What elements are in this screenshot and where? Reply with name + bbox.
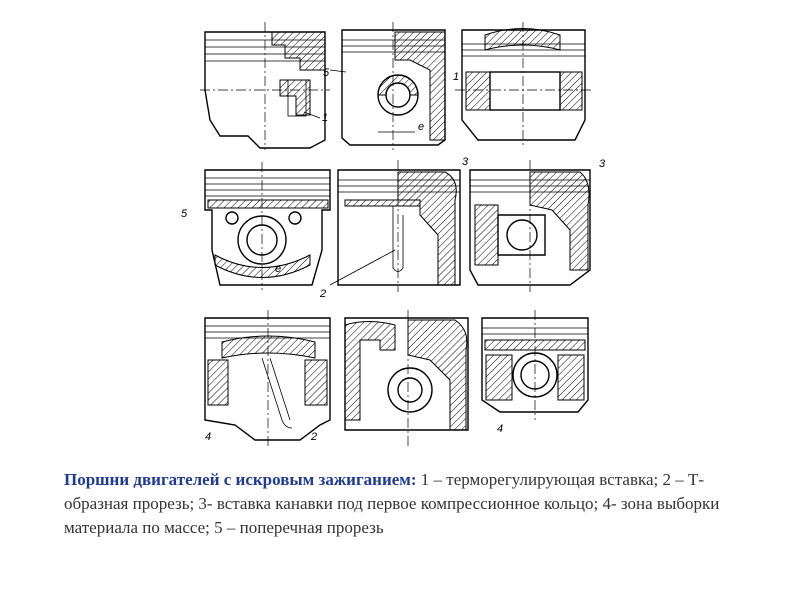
piston-diagrams: 1 5 e 1 5 e 3 2 3 4 2 4: [181, 22, 606, 448]
caption-lead: Поршни двигателей с искровым зажиганием:: [64, 470, 417, 489]
label-2-p7: 2: [310, 431, 317, 443]
piston-8: [344, 310, 469, 448]
piston-5: [329, 160, 461, 292]
label-e-p4: e: [275, 263, 281, 275]
figure-caption: Поршни двигателей с искровым зажиганием:…: [64, 468, 754, 540]
piston-6: [469, 160, 591, 292]
label-5-p4: 5: [181, 208, 188, 220]
label-2-p5: 2: [319, 288, 326, 300]
label-4-p9: 4: [497, 423, 503, 435]
label-3-p5: 3: [462, 156, 469, 168]
piston-4: [204, 162, 331, 290]
piston-1: [200, 22, 330, 150]
piston-2: [329, 22, 446, 150]
label-1-p1: 1: [322, 112, 328, 124]
label-3-p6: 3: [599, 158, 606, 170]
label-e-p2: e: [418, 121, 424, 133]
label-5-p2: 5: [323, 67, 330, 79]
piston-3: [455, 22, 592, 148]
label-4-p7: 4: [205, 431, 211, 443]
label-1-p3: 1: [453, 71, 459, 83]
piston-9: [481, 310, 589, 420]
caption-text: 1 – терморегулирующая вставка; 2 – Т-обр…: [64, 470, 720, 537]
piston-7: [204, 310, 331, 448]
